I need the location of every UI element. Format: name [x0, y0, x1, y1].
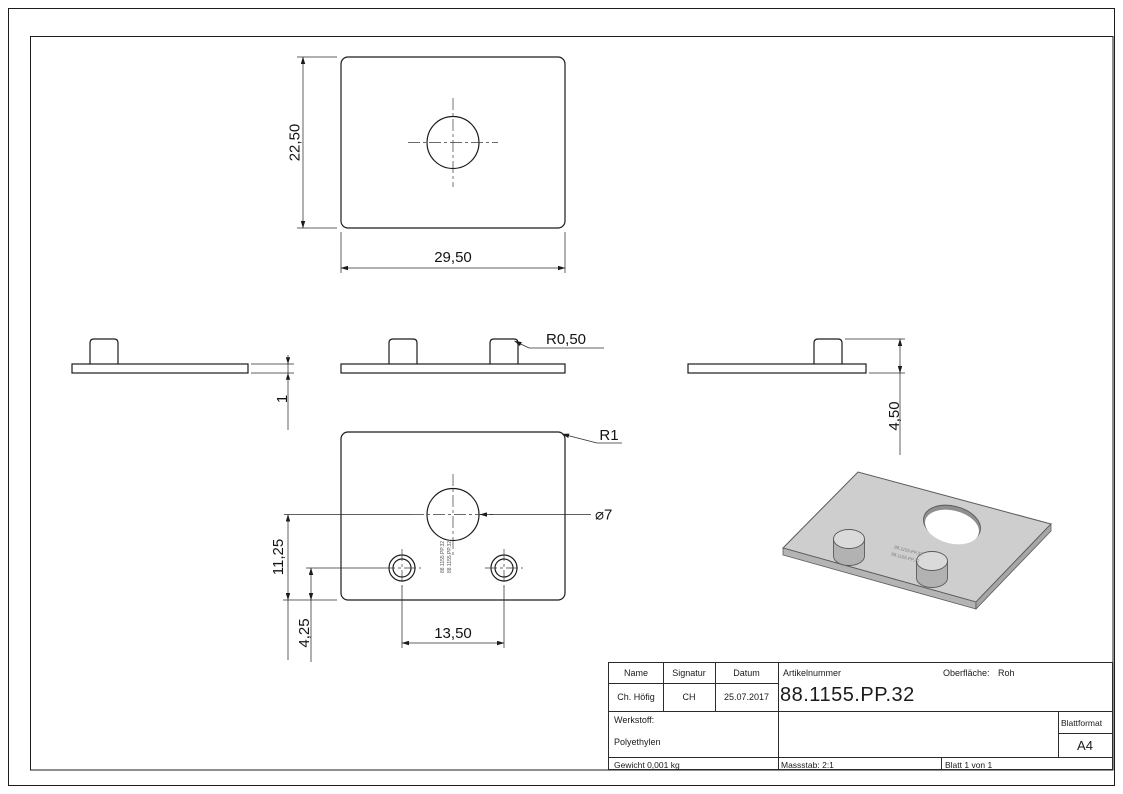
dim-top-width-label: 29,50	[434, 249, 472, 266]
oberflaeche-label: Oberfläche:	[943, 668, 990, 678]
dim-total-height-label: 4,50	[886, 401, 903, 430]
side-left-boss	[89, 338, 119, 364]
top-view-plate-outline	[340, 56, 566, 229]
signatur-header: Signatur	[672, 668, 706, 678]
engraving-text: 88.1155.PP.32	[440, 541, 446, 573]
top-view: 22,50 29,50	[287, 56, 566, 273]
side-middle-plate	[340, 363, 566, 374]
artikelnummer-header: Artikelnummer	[783, 668, 842, 678]
datum-value: 25.07.2017	[723, 692, 770, 702]
oberflaeche-value: Roh	[998, 668, 1015, 678]
dim-hole-offset-label: 11,25	[270, 539, 287, 575]
inner-frame	[30, 36, 1114, 771]
gewicht-value: Gewicht 0,001 kg	[614, 760, 680, 770]
dim-thickness-label: 1	[274, 395, 291, 403]
dim-corner-radius-label: R1	[599, 427, 618, 444]
blattformat-value: A4	[1077, 738, 1093, 753]
dim-top-height-label: 22,50	[287, 124, 304, 162]
massstab-value: Massstab: 2:1	[781, 760, 834, 770]
datum-header: Datum	[733, 668, 760, 678]
side-left-plate	[71, 363, 249, 374]
iso-boss-right-top	[916, 551, 948, 571]
werkstoff-label: Werkstoff:	[614, 715, 655, 725]
side-right-plate	[687, 363, 867, 374]
front-view: 88.1155.PP.32 88.1155.PP.32 R1 ⌀7 11,25 …	[270, 427, 622, 662]
iso-view: 88.1155.PP.32 88.1155.PP.32	[782, 471, 1052, 610]
side-right-boss	[813, 338, 843, 364]
side-view-left: 1	[71, 338, 294, 430]
dim-hole-diameter-label: ⌀7	[595, 507, 612, 524]
front-view-plate-outline	[340, 431, 566, 601]
dim-boss-offset-label: 4,25	[296, 618, 313, 647]
side-view-middle: R0,50	[340, 331, 604, 374]
werkstoff-value: Polyethylen	[614, 737, 661, 747]
side-middle-boss-right	[489, 338, 519, 364]
iso-plate-top-face	[782, 471, 1052, 603]
iso-plate-side-face	[975, 523, 1052, 610]
dim-boss-spacing-label: 13,50	[434, 625, 472, 642]
engraving-text: 88.1155.PP.32	[447, 541, 453, 573]
side-middle-boss-left	[388, 338, 418, 364]
artikelnummer-value: 88.1155.PP.32	[780, 684, 915, 706]
title-block: Name Signatur Datum Artikelnummer Oberfl…	[608, 662, 1113, 770]
outer-frame	[8, 8, 1115, 786]
side-view-right: 4,50	[687, 338, 905, 455]
signatur-value: CH	[682, 692, 696, 702]
blattformat-label: Blattformat	[1061, 718, 1103, 728]
name-value: Ch. Höfig	[617, 692, 655, 702]
name-header: Name	[623, 668, 648, 678]
iso-boss-left-top	[833, 529, 865, 549]
dim-boss-radius-label: R0,50	[546, 331, 586, 348]
blatt-value: Blatt 1 von 1	[945, 760, 993, 770]
